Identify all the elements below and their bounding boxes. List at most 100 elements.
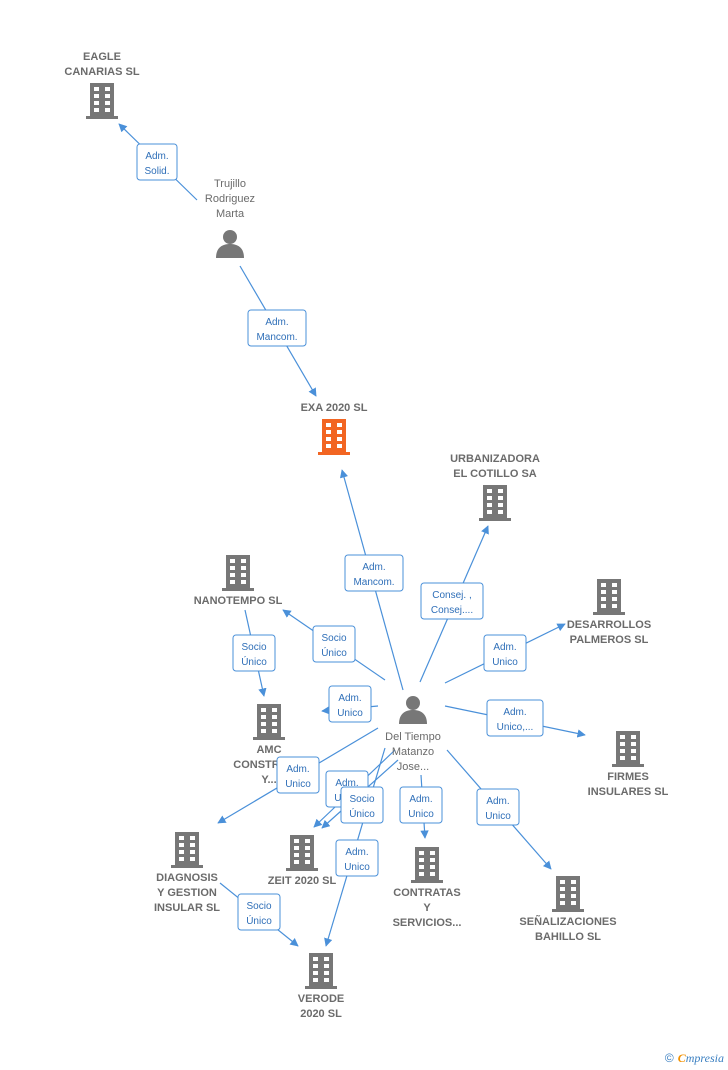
relation-label-text: Adm. — [362, 562, 385, 573]
relation-label-box — [247, 309, 307, 347]
relation-label-text: Único — [349, 807, 375, 820]
relation-label-box — [136, 143, 178, 181]
relation-label-text: Unico,... — [497, 722, 534, 733]
node-contratas[interactable]: CONTRATAS Y SERVICIOS... — [393, 847, 462, 929]
node-label: Jose... — [397, 761, 429, 773]
relation-label-text: Mancom. — [353, 577, 394, 588]
node-label: EAGLE — [83, 51, 121, 63]
relation-label-text: Mancom. — [256, 332, 297, 343]
brand-initial: C — [677, 1051, 686, 1065]
relation-label[interactable]: Adm. Unico — [399, 786, 443, 824]
relation-label-text: Adm. — [335, 778, 358, 789]
node-label: INSULARES SL — [588, 786, 669, 798]
node-label: BAHILLO SL — [535, 931, 601, 943]
relation-label-text: Consej. , — [432, 590, 471, 601]
node-label: Marta — [216, 208, 245, 220]
node-label: 2020 SL — [300, 1008, 342, 1020]
node-nanotempo[interactable]: NANOTEMPO SL — [194, 555, 283, 607]
relation-label[interactable]: Adm.Unico — [276, 756, 320, 794]
node-deltiempo[interactable]: Del TiempoMatanzoJose... — [385, 696, 441, 773]
relation-label-box — [328, 685, 372, 723]
node-label: DESARROLLOS — [567, 619, 651, 631]
node-label: CONTRATAS — [393, 887, 460, 899]
node-label: INSULAR SL — [154, 902, 220, 914]
building-icon — [253, 704, 285, 740]
relation-label-text: Socio — [349, 794, 374, 805]
node-eagle[interactable]: EAGLE CANARIAS SL — [64, 51, 140, 119]
node-label: PALMEROS SL — [570, 634, 649, 646]
relation-label-text: Adm. — [345, 847, 368, 858]
relation-label-text: Adm. — [265, 317, 288, 328]
building-icon — [305, 953, 337, 989]
relation-label-text: Unico — [337, 708, 363, 719]
relation-label-text: Adm. — [409, 794, 432, 805]
relation-label-box — [276, 756, 320, 794]
node-label: CANARIAS SL — [64, 66, 139, 78]
copyright-icon: © — [664, 1051, 674, 1065]
node-diagnosis[interactable]: DIAGNOSIS Y GESTION INSULAR SL — [154, 832, 220, 914]
relation-label-box — [486, 699, 544, 737]
relation-label-text: Socio — [321, 633, 346, 644]
brand-footer[interactable]: ©Cmpresia — [665, 1051, 724, 1066]
relation-label[interactable]: Adm. Mancom. — [344, 554, 404, 592]
relation-label[interactable]: Adm.Unico — [476, 788, 520, 826]
relation-label-text: Solid. — [144, 166, 169, 177]
relation-label[interactable]: Adm. Unico — [483, 634, 527, 672]
relation-label-text: Adm. — [493, 642, 516, 653]
node-label: Rodriguez — [205, 193, 255, 205]
node-desarrollos[interactable]: DESARROLLOS PALMEROS SL — [567, 579, 651, 646]
relation-label[interactable]: Adm.Unico — [328, 685, 372, 723]
node-label: Y GESTION — [157, 887, 217, 899]
person-icon — [216, 230, 244, 258]
relation-label-box — [232, 634, 276, 672]
relation-label-box — [335, 839, 379, 877]
building-icon — [286, 835, 318, 871]
building-icon — [222, 555, 254, 591]
relation-label-box — [399, 786, 443, 824]
node-label: SERVICIOS... — [393, 917, 462, 929]
relation-label[interactable]: Adm. Unico,... — [486, 699, 544, 737]
relation-label-text: Adm. — [145, 151, 168, 162]
building-icon — [411, 847, 443, 883]
relation-label-text: Unico — [408, 809, 434, 820]
node-label: Y — [423, 902, 431, 914]
relation-labels-layer: Adm. Solid. Adm. Mancom. Adm. Mancom. Consej. … — [136, 143, 544, 931]
node-label: ZEIT 2020 SL — [268, 875, 337, 887]
node-senalizaciones[interactable]: SEÑALIZACIONES BAHILLO SL — [519, 876, 617, 943]
relation-label-text: Adm. — [503, 707, 526, 718]
node-label: SEÑALIZACIONES — [519, 915, 616, 928]
relation-label-box — [340, 786, 384, 824]
node-label: VERODE — [298, 993, 344, 1005]
node-label: EXA 2020 SL — [301, 402, 368, 414]
relation-label[interactable]: Consej. , Consej.... — [420, 582, 484, 620]
relation-label-text: Consej.... — [431, 605, 473, 616]
relation-label[interactable]: Adm. Mancom. — [247, 309, 307, 347]
building-icon — [612, 731, 644, 767]
relation-label-box — [420, 582, 484, 620]
building-icon — [479, 485, 511, 521]
relation-label-box — [344, 554, 404, 592]
relation-label[interactable]: Adm. Solid. — [136, 143, 178, 181]
node-verode[interactable]: VERODE 2020 SL — [298, 953, 344, 1020]
relation-label-box — [476, 788, 520, 826]
relation-label-text: Unico — [492, 657, 518, 668]
node-zeit[interactable]: ZEIT 2020 SL — [268, 835, 337, 887]
relation-label-text: Único — [241, 655, 267, 668]
building-icon — [318, 419, 350, 455]
relation-label-text: Unico — [285, 779, 311, 790]
building-icon — [552, 876, 584, 912]
node-label: Y... — [261, 774, 276, 786]
node-label: DIAGNOSIS — [156, 872, 218, 884]
relation-label-text: Unico — [344, 862, 370, 873]
node-exa[interactable]: EXA 2020 SL — [301, 402, 368, 455]
relation-label[interactable]: Adm. Unico — [335, 839, 379, 877]
relation-label-text: Socio — [241, 642, 266, 653]
